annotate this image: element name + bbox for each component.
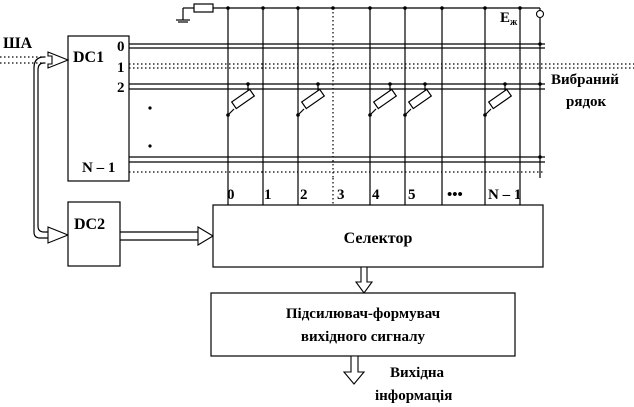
- dc1-output-0: 0: [117, 39, 125, 55]
- dc2-input-arrow-icon: [47, 226, 70, 244]
- column-label-2: 2: [300, 187, 308, 203]
- dc1-output-n: N – 1: [82, 160, 115, 176]
- dc1-output-2: 2: [117, 80, 125, 96]
- column-label-1: 1: [264, 187, 272, 203]
- dc2-block: [67, 201, 121, 267]
- output-label-1: Вихідна: [390, 365, 445, 381]
- column-label-n: N – 1: [488, 187, 521, 203]
- input-bus: [0, 51, 70, 244]
- cell-n: [483, 82, 513, 117]
- column-label-3: 3: [337, 187, 345, 203]
- input-bus-label: ША: [3, 35, 33, 52]
- column-lines: [227, 8, 521, 178]
- column-label-0: 0: [227, 187, 235, 203]
- selected-row-label-2: рядок: [566, 94, 607, 110]
- output-arrow-icon: [342, 355, 366, 385]
- supply-bus: [176, 3, 545, 178]
- cell-2: [296, 82, 326, 117]
- amplifier-label-2: вихідного сигналу: [301, 329, 426, 345]
- column-label-4: 4: [372, 187, 380, 203]
- selector-block: [212, 204, 544, 268]
- dc2-label: DC2: [74, 216, 105, 233]
- cell-5: [403, 82, 433, 117]
- selected-row-label-1: Вибраний: [551, 72, 619, 88]
- dc2-to-selector: [120, 226, 215, 246]
- amplifier-block: [210, 292, 516, 357]
- dc1-output-1: 1: [117, 60, 125, 76]
- row-lines: [129, 42, 634, 173]
- output-label-2: інформація: [375, 388, 452, 404]
- cell-4: [368, 82, 398, 117]
- cell-0: [226, 82, 256, 117]
- input-arrow-icon: [47, 51, 70, 69]
- supply-label: Eж: [500, 10, 518, 28]
- dc1-block: [67, 35, 130, 182]
- column-label-5: 5: [408, 187, 416, 203]
- amplifier-label-1: Підсилювач-формувач: [286, 306, 441, 322]
- selector-label: Селектор: [344, 230, 413, 247]
- column-ticks: [227, 178, 521, 205]
- dc1-label: DC1: [73, 49, 104, 66]
- supply-resistor: [193, 3, 214, 13]
- selector-down-arrow-icon: [354, 266, 374, 294]
- selector-arrow-icon: [197, 226, 215, 246]
- memory-cells: [226, 82, 513, 117]
- column-label-dots: •••: [447, 187, 463, 203]
